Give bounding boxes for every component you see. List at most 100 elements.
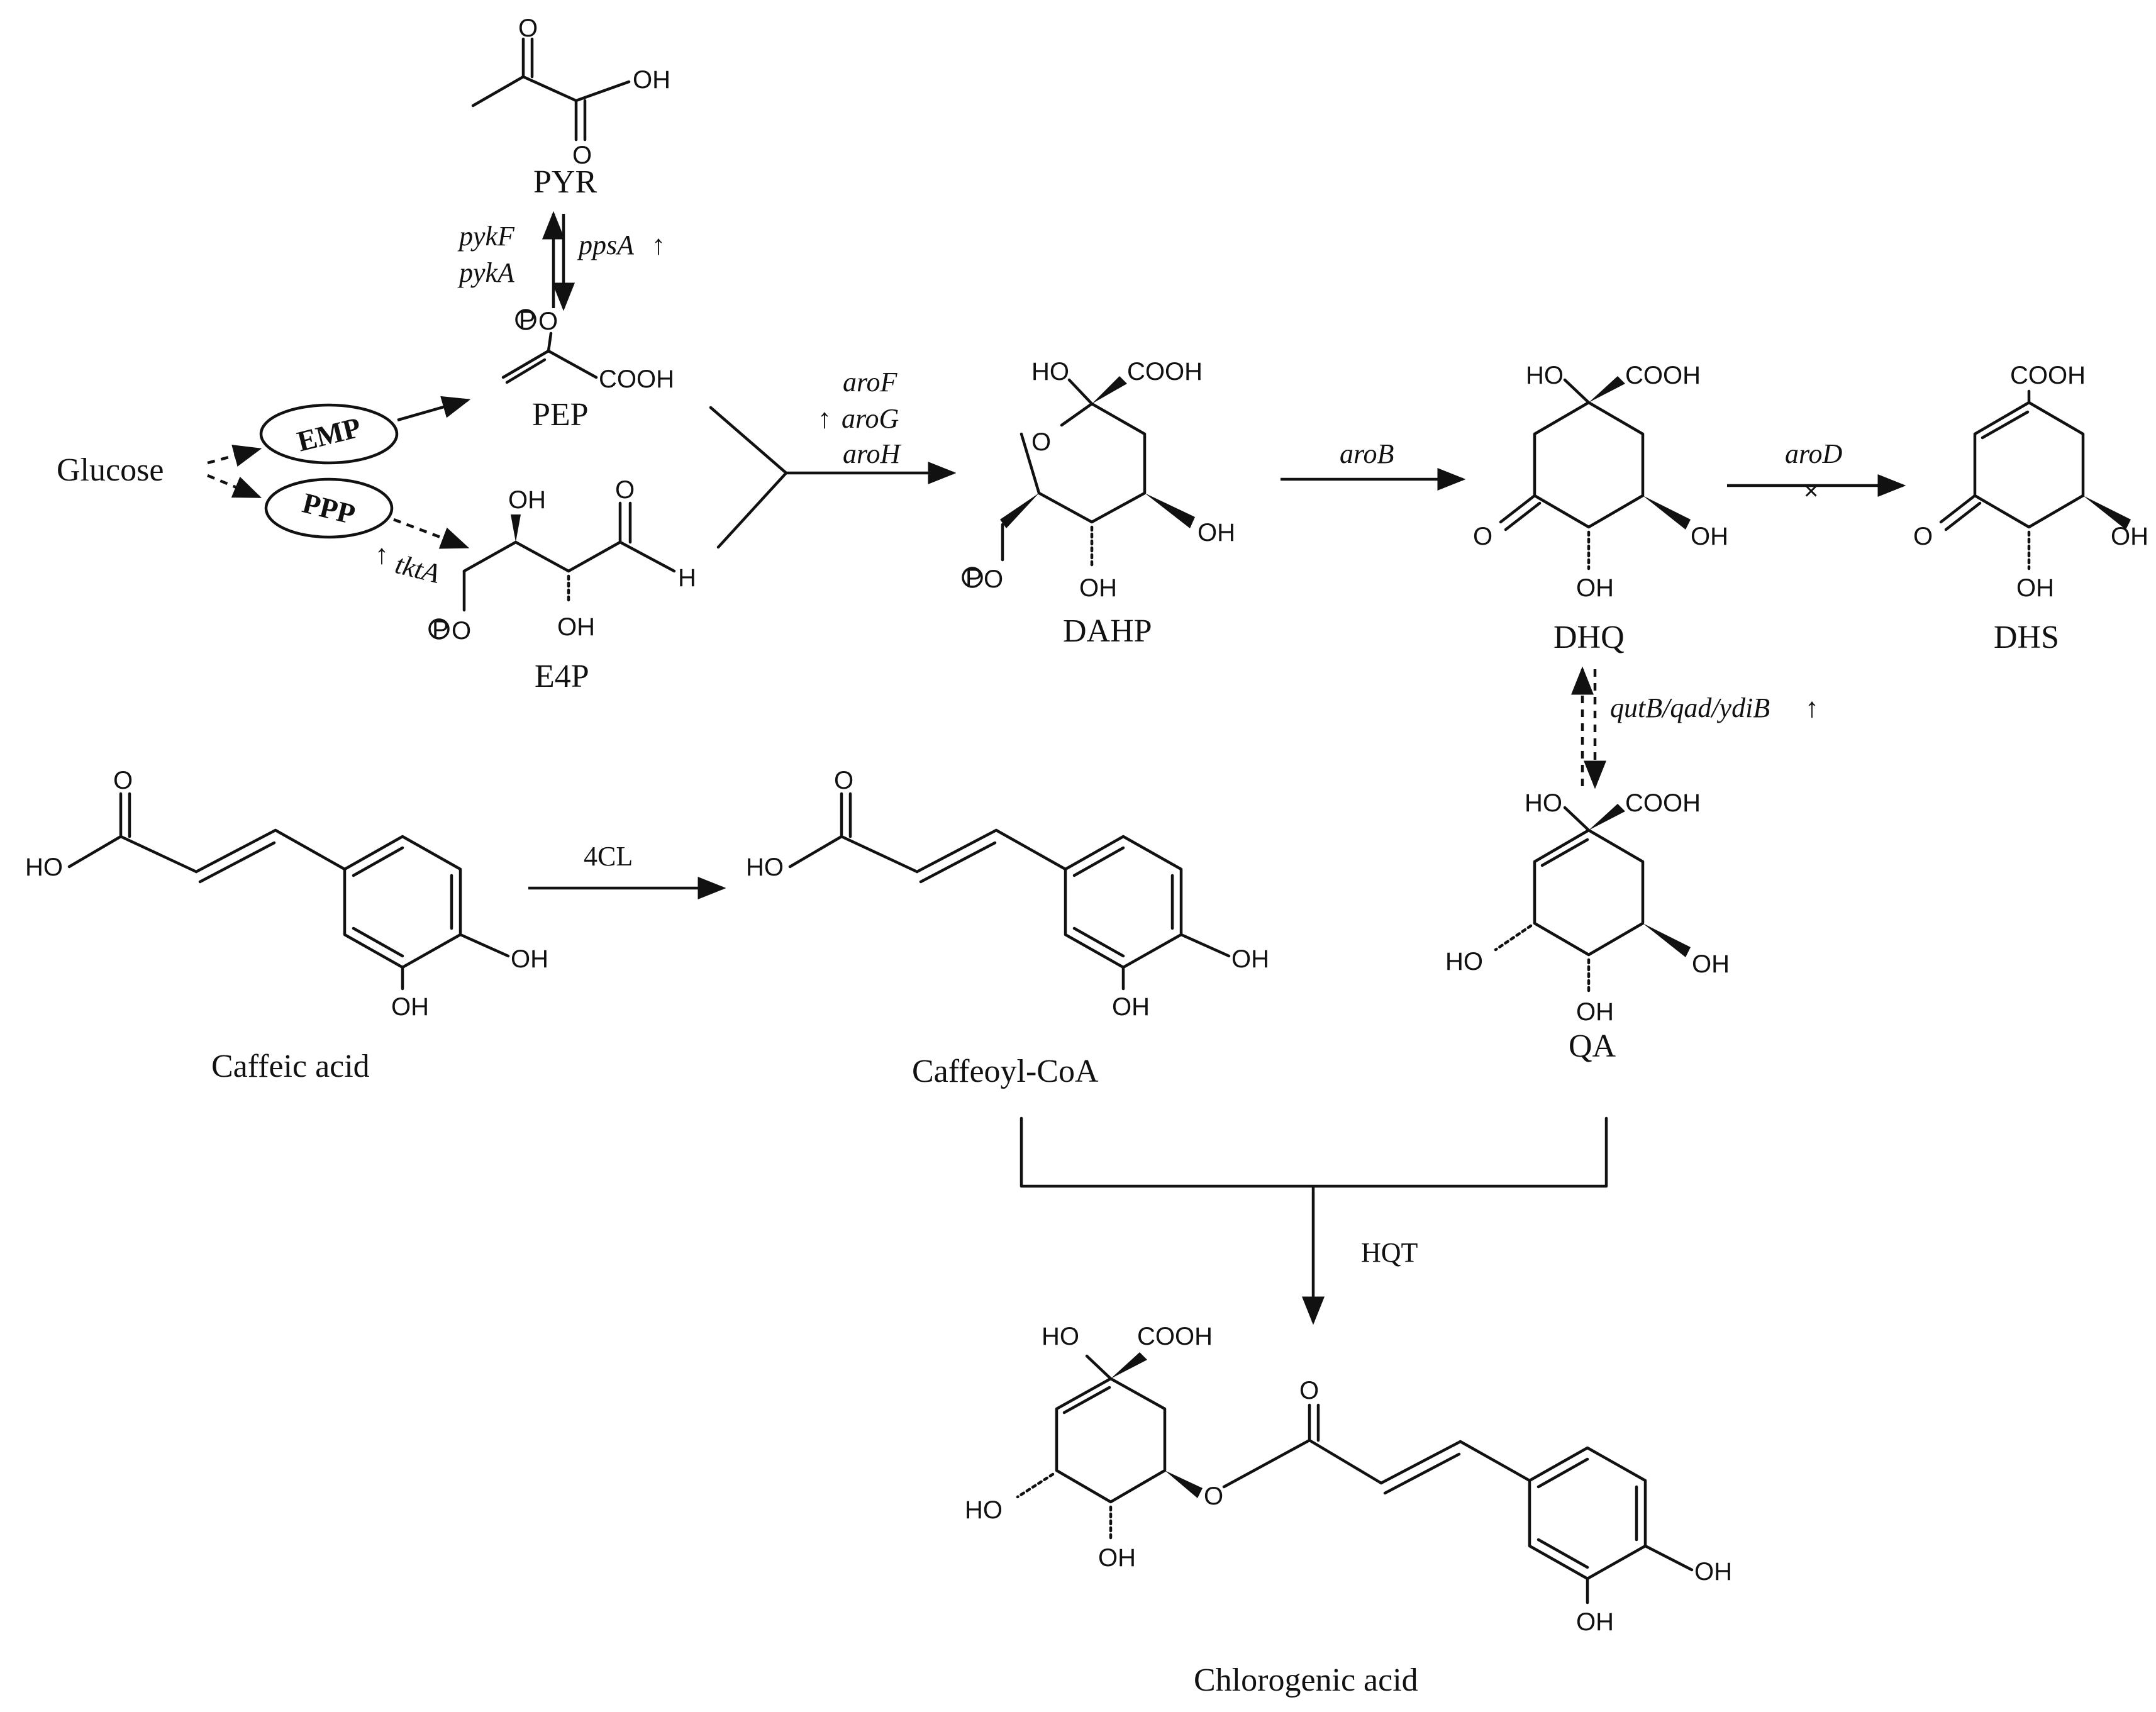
pyr-acid-o: O (572, 142, 592, 169)
dhq-cooh-wedge (1589, 376, 1625, 403)
e4p-label: E4P (535, 659, 589, 694)
pep-cooh: COOH (599, 365, 674, 393)
dhs-oh-wedge (2083, 496, 2131, 530)
enzyme-qutB-qad-ydiB: qutB/qad/ydiB (1610, 692, 1770, 723)
dhs-oh-right: OH (2111, 523, 2148, 550)
cga-oh-bottom: OH (1098, 1544, 1136, 1572)
caffeoyl-oh-meta: OH (1112, 993, 1150, 1021)
enzyme-aroF: aroF (843, 367, 897, 397)
dhq-ho: HO (1526, 362, 1564, 389)
pyr-ketone-o: O (518, 14, 538, 42)
qa-cooh-wedge (1589, 804, 1625, 830)
dhq-oh-right: OH (1691, 523, 1728, 550)
caffeoyl-oh-para: OH (1231, 945, 1269, 973)
chlorogenic-acid-label: Chlorogenic acid (1194, 1662, 1418, 1698)
cga-carbonyl-o: O (1299, 1377, 1319, 1404)
emp-oval (259, 403, 399, 465)
enzyme-aroG: aroG (842, 403, 899, 434)
dahp-oh-wedge (1145, 493, 1195, 528)
pyr-label: PYR (533, 164, 597, 200)
dahp-oh-right: OH (1197, 519, 1235, 547)
enzyme-aroD: aroD (1785, 438, 1842, 469)
e4p-ester-o: O (452, 617, 471, 645)
caffeic-oh-para: OH (511, 945, 548, 973)
tktA-up-arrow: ↑ (375, 539, 389, 570)
e4p-merge-line (716, 471, 788, 549)
dahp-ch2-wedge (1000, 493, 1039, 528)
pep-ester-o: O (538, 308, 558, 335)
caffeic-acid-o: O (113, 767, 133, 794)
e4p-phosphate-p: P (432, 616, 449, 643)
dahp-ho: HO (1031, 358, 1069, 386)
qa-oh-wedge (1643, 923, 1691, 957)
dhs-label: DHS (1994, 620, 2059, 655)
enzyme-pykA: pykA (457, 257, 515, 288)
pyruvate-structure: O OH O (471, 14, 670, 169)
caffeic-oh-meta: OH (391, 993, 429, 1021)
pep-merge-line (709, 406, 788, 475)
pep-structure: P O COOH (501, 306, 674, 393)
e4p-oh-bottom: OH (557, 613, 595, 641)
caffeoyl-acid-o: O (834, 767, 853, 794)
dhq-label: DHQ (1553, 620, 1625, 655)
dhs-structure: COOH O OH OH (1913, 362, 2148, 602)
cga-ho-left: HO (965, 1496, 1003, 1524)
pyr-oh: OH (633, 66, 670, 94)
dhq-structure: HO COOH O OH OH (1473, 362, 1728, 602)
ppp-oval (264, 477, 394, 539)
caffeic-acid-structure: HO O OH OH (25, 767, 548, 1021)
ppp-to-e4p-arrow (393, 518, 470, 549)
cga-ho-top: HO (1042, 1323, 1079, 1350)
dhs-cooh: COOH (2010, 362, 2086, 389)
qa-oh-bottom: OH (1576, 998, 1614, 1026)
e4p-aldehyde-h: H (678, 564, 696, 592)
qa-label: QA (1569, 1028, 1616, 1064)
enzyme-4CL: 4CL (584, 841, 633, 872)
enzyme-HQT: HQT (1361, 1237, 1418, 1268)
cga-cooh: COOH (1137, 1323, 1213, 1350)
glucose-label: Glucose (57, 452, 164, 488)
pep-label: PEP (532, 397, 589, 433)
qa-ho-left: HO (1445, 948, 1483, 976)
e4p-structure: P O OH OH O H (428, 476, 696, 645)
emp-label: EMP (294, 411, 364, 457)
e4p-oh-top: OH (508, 486, 546, 514)
cga-ester-wedge (1165, 1470, 1203, 1498)
enzyme-pykF: pykF (457, 221, 515, 252)
qa-oh-right: OH (1692, 950, 1730, 978)
chlorogenic-acid-structure: HO COOH HO OH O O OH OH (965, 1323, 1732, 1636)
dhq-oh-wedge (1643, 496, 1691, 530)
enzyme-ppsA: ppsA (577, 230, 635, 260)
ppp-label: PPP (299, 487, 358, 531)
dahp-phosphate-icon (962, 567, 983, 588)
pep-phosphate-p: P (519, 306, 536, 334)
glucose-to-ppp-arrow (207, 474, 262, 499)
e4p-wedge (511, 514, 521, 542)
dahp-cooh-wedge (1092, 376, 1127, 404)
cga-oh-meta: OH (1576, 1608, 1614, 1636)
qa-cooh: COOH (1625, 789, 1701, 817)
glucose-to-emp-arrow (207, 445, 262, 467)
cga-ester-o: O (1204, 1482, 1223, 1510)
e4p-phosphate-icon (428, 618, 450, 640)
caffeic-ho: HO (25, 853, 63, 881)
dahp-phosphate-p: P (965, 564, 982, 592)
e4p-aldehyde-o: O (615, 476, 635, 504)
caffeoyl-coa-structure: HO O OH OH (746, 767, 1269, 1021)
emp-to-pep-arrow (397, 396, 471, 422)
enzyme-tktA: tktA (392, 548, 444, 589)
dhq-cooh: COOH (1625, 362, 1701, 389)
caffeoyl-ho: HO (746, 853, 784, 881)
enzyme-aroB: aroB (1340, 438, 1394, 469)
aroG-up-arrow: ↑ (818, 403, 831, 434)
dahp-label: DAHP (1063, 613, 1152, 649)
enzyme-aroH: aroH (843, 438, 901, 469)
dhs-ketone-o: O (1913, 523, 1933, 550)
pep-phosphate-icon (515, 309, 536, 330)
dahp-ester-o: O (984, 565, 1003, 593)
qa-ho-top: HO (1525, 789, 1562, 817)
dahp-oh-bottom: OH (1079, 574, 1117, 602)
cga-oh-para: OH (1694, 1558, 1732, 1586)
dhq-ketone-o: O (1473, 523, 1492, 550)
